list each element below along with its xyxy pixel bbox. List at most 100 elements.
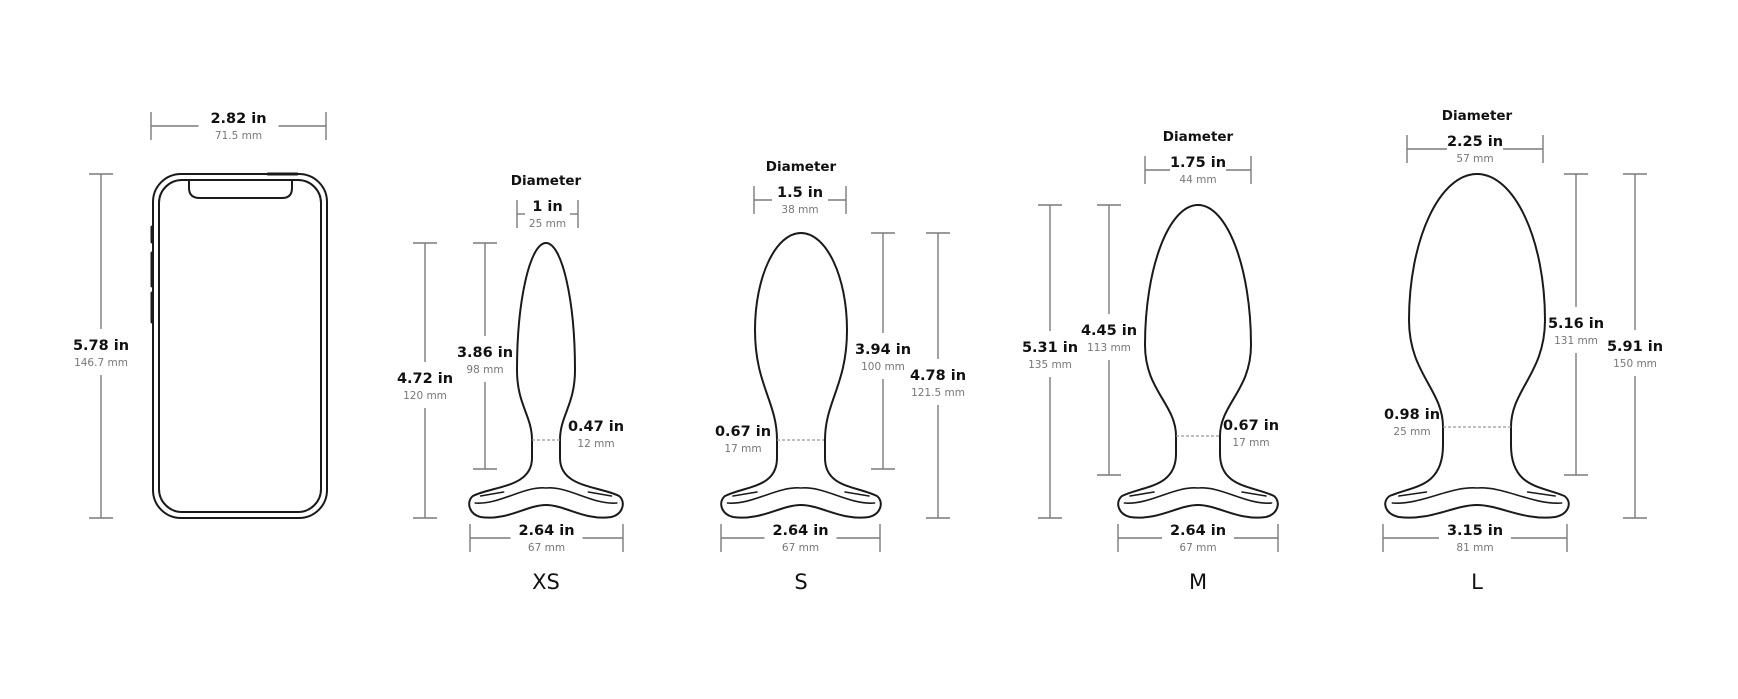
- dimension-value-in: 2.25 in: [1447, 134, 1503, 150]
- plug-base-contour: [1129, 491, 1155, 497]
- phone-notch: [188, 180, 293, 199]
- base-width-dimension: 2.64 in 67 mm: [469, 523, 624, 554]
- diameter-dimension: 1 in 25 mm: [516, 199, 579, 230]
- dimension-value-in: 2.64 in: [1170, 523, 1226, 539]
- dimension-value-mm: 17 mm: [724, 443, 761, 455]
- plug-base-contour: [1526, 491, 1556, 497]
- dimension-value-mm: 135 mm: [1028, 359, 1072, 371]
- length-length-dimension: 3.94 in 100 mm: [855, 232, 911, 470]
- dimension-value-mm: 146.7 mm: [74, 357, 128, 369]
- dimension-value-mm: 38 mm: [781, 204, 818, 216]
- base-width-dimension: 2.64 in 67 mm: [1117, 523, 1279, 554]
- phone-screen: [158, 179, 322, 513]
- diameter-title: Diameter: [766, 159, 837, 175]
- dimension-value-in: 4.45 in: [1081, 323, 1137, 339]
- dimension-value-mm: 67 mm: [528, 542, 565, 554]
- dimension-value-in: 2.64 in: [772, 523, 828, 539]
- plug-base-contour: [479, 491, 505, 497]
- dimension-value-in: 0.47 in: [568, 419, 624, 435]
- size-label: S: [794, 570, 807, 594]
- plug-base-contour: [726, 487, 876, 504]
- dimension-value-in: 4.72 in: [397, 371, 453, 387]
- plug-outline: [720, 232, 802, 519]
- plug-base-contour: [844, 491, 870, 497]
- plug-outline: [1197, 204, 1279, 519]
- dimension-value-in: 2.82 in: [210, 111, 266, 127]
- plug-outline: [468, 242, 547, 519]
- plug-base-contour: [1123, 487, 1273, 504]
- diameter-title: Diameter: [1442, 108, 1513, 124]
- phone-height-dimension: 5.78 in 146.7 mm: [73, 173, 129, 519]
- plug-base-contour: [474, 487, 618, 504]
- dimension-value-in: 3.86 in: [457, 345, 513, 361]
- plug-outline: [1117, 204, 1199, 519]
- length-length-dimension: 5.16 in 131 mm: [1548, 173, 1604, 476]
- dimension-value-mm: 25 mm: [1393, 426, 1430, 438]
- base-width-dimension: 2.64 in 67 mm: [720, 523, 881, 554]
- plug-size-0: Diameter 0.47 in 12 mm XS: [468, 173, 624, 594]
- dimension-value-mm: 67 mm: [1179, 542, 1216, 554]
- dimension-value-mm: 25 mm: [529, 218, 566, 230]
- dimension-value-mm: 120 mm: [403, 390, 447, 402]
- dimension-value-in: 3.15 in: [1447, 523, 1503, 539]
- plug-outline: [1476, 173, 1570, 519]
- dimension-value-mm: 12 mm: [577, 438, 614, 450]
- total-length-dimension: 5.91 in 150 mm: [1607, 173, 1663, 519]
- plug-base-contour: [732, 491, 758, 497]
- dimension-value-in: 0.67 in: [715, 424, 771, 440]
- plug-size-2: Diameter 0.67 in 17 mm M: [1117, 129, 1279, 594]
- diameter-dimension: 2.25 in 57 mm: [1406, 134, 1544, 165]
- plug-outline: [800, 232, 882, 519]
- phone-width-dimension: 2.82 in 71.5 mm: [150, 111, 327, 142]
- dimension-value-in: 1.5 in: [777, 185, 823, 201]
- diameter-dimension: 1.5 in 38 mm: [753, 185, 847, 216]
- phone-reference: [150, 172, 328, 519]
- phone-body: [152, 173, 328, 519]
- dimension-value-mm: 81 mm: [1456, 542, 1493, 554]
- size-label: XS: [532, 570, 560, 594]
- dimension-value-in: 5.91 in: [1607, 339, 1663, 355]
- dimension-value-mm: 57 mm: [1456, 153, 1493, 165]
- plug-outline: [545, 242, 624, 519]
- dimension-value-mm: 98 mm: [466, 364, 503, 376]
- neck-diameter-dimension: 0.67 in 17 mm: [1176, 418, 1279, 449]
- dimension-value-mm: 67 mm: [782, 542, 819, 554]
- plug-base-contour: [1398, 491, 1428, 497]
- plug-size-1: Diameter 0.67 in 17 mm S: [715, 159, 882, 594]
- dimension-value-in: 4.78 in: [910, 368, 966, 384]
- dimension-value-in: 0.67 in: [1223, 418, 1279, 434]
- dimension-value-mm: 71.5 mm: [215, 130, 262, 142]
- plug-base-contour: [587, 491, 613, 497]
- base-width-dimension: 3.15 in 81 mm: [1382, 523, 1568, 554]
- neck-diameter-dimension: 0.67 in 17 mm: [715, 424, 824, 455]
- plug-outline: [1384, 173, 1478, 519]
- diameter-title: Diameter: [1163, 129, 1234, 145]
- total-length-dimension: 4.72 in 120 mm: [397, 242, 453, 519]
- dimension-value-mm: 150 mm: [1613, 358, 1657, 370]
- dimension-value-in: 5.31 in: [1022, 340, 1078, 356]
- dimension-value-mm: 44 mm: [1179, 174, 1216, 186]
- dimension-value-mm: 113 mm: [1087, 342, 1131, 354]
- plug-base-contour: [1241, 491, 1267, 497]
- size-label: M: [1189, 570, 1207, 594]
- size-label: L: [1471, 570, 1483, 594]
- dimension-value-mm: 121.5 mm: [911, 387, 965, 399]
- length-length-dimension: 4.45 in 113 mm: [1081, 204, 1137, 476]
- dimension-value-in: 5.16 in: [1548, 316, 1604, 332]
- total-length-dimension: 4.78 in 121.5 mm: [910, 232, 966, 519]
- length-length-dimension: 3.86 in 98 mm: [457, 242, 513, 470]
- total-length-dimension: 5.31 in 135 mm: [1022, 204, 1078, 519]
- dimension-value-mm: 17 mm: [1232, 437, 1269, 449]
- dimension-value-in: 5.78 in: [73, 338, 129, 354]
- dimension-value-in: 2.64 in: [518, 523, 574, 539]
- dimension-value-mm: 100 mm: [861, 361, 905, 373]
- dimension-value-in: 3.94 in: [855, 342, 911, 358]
- dimension-value-in: 1 in: [532, 199, 562, 215]
- dimension-value-mm: 131 mm: [1554, 335, 1598, 347]
- diameter-title: Diameter: [511, 173, 582, 189]
